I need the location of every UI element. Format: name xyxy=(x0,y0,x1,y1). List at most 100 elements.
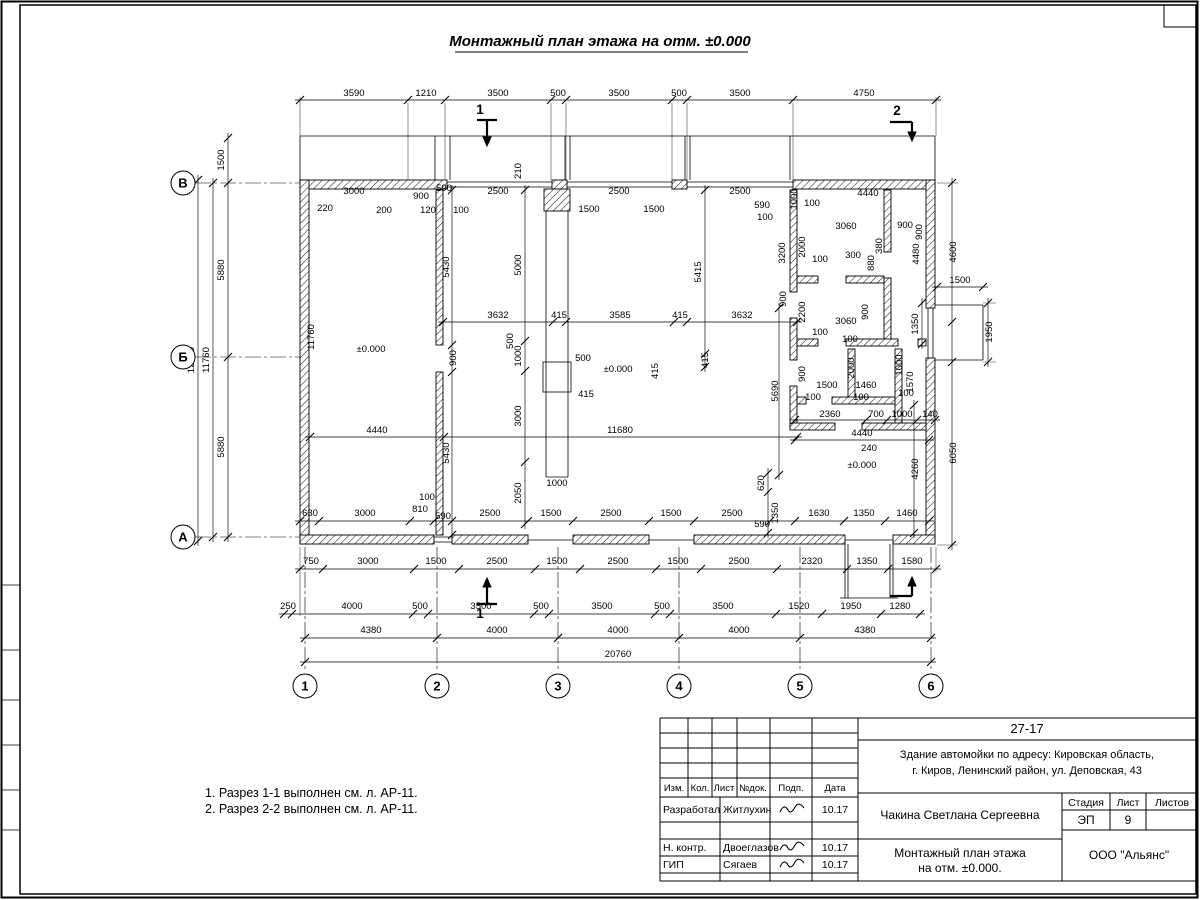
dim-label: 900 xyxy=(860,304,871,320)
dim-label: 2200 xyxy=(797,301,808,322)
dim-label: 900 xyxy=(914,224,925,240)
dim-label: 1000 xyxy=(789,188,800,209)
dim-label: 415 xyxy=(672,310,688,321)
dim-label: 620 xyxy=(756,475,767,491)
dim-label: 5430 xyxy=(441,442,452,463)
dim-label: 100 xyxy=(853,392,869,403)
staff-name-2: Двоеглазов xyxy=(723,842,779,854)
axis-label: 1 xyxy=(301,679,308,694)
dim-label: 3632 xyxy=(487,310,508,321)
thin-construction-lines xyxy=(299,135,984,599)
dim-label: 1000 xyxy=(513,345,524,366)
dim-label: 3000 xyxy=(343,186,364,197)
signatures xyxy=(779,803,805,868)
staff-date-2: 10.17 xyxy=(822,842,848,854)
axis-bubble xyxy=(545,673,571,699)
page-title: Монтажный план этажа на отм. ±0.000 xyxy=(449,33,751,50)
dim-label: ±0.000 xyxy=(357,344,386,355)
dim-label: 1350 xyxy=(770,502,781,523)
staff-date-1: 10.17 xyxy=(822,804,848,816)
dim-label: 3500 xyxy=(712,601,733,612)
dim-label: 415 xyxy=(551,310,567,321)
dim-label: 3060 xyxy=(835,316,856,327)
dim-label: 5000 xyxy=(513,254,524,275)
axis-bubble xyxy=(787,673,813,699)
dim-label: 900 xyxy=(413,191,429,202)
dim-label: 3632 xyxy=(731,310,752,321)
staff-name-1: Житлухин xyxy=(723,804,772,816)
chief-name: Чакина Светлана Сергеевна xyxy=(880,808,1039,822)
dim-label: 220 xyxy=(317,203,333,214)
dim-label: 900 xyxy=(448,350,459,366)
stage-value: ЭП xyxy=(1077,813,1094,827)
section-1-top-arrow xyxy=(482,136,492,148)
dim-label: 1460 xyxy=(855,380,876,391)
dim-label: 630 xyxy=(302,508,318,519)
dim-label: 4480 xyxy=(911,243,922,264)
dim-label: 3000 xyxy=(357,556,378,567)
dim-label: 2500 xyxy=(607,556,628,567)
dim-label: 900 xyxy=(778,291,789,307)
right-porch xyxy=(935,304,984,361)
dim-label: 3500 xyxy=(487,88,508,99)
dim-label: 1500 xyxy=(216,149,227,170)
dim-label: 750 xyxy=(303,556,319,567)
axis-bubble xyxy=(170,344,196,370)
dim-label: ±0.000 xyxy=(604,364,633,375)
col-kol: Кол. xyxy=(691,783,710,794)
section-number: 1 xyxy=(476,606,484,621)
dim-label: 100 xyxy=(842,334,858,345)
col-podp: Подп. xyxy=(778,783,803,794)
section-2-top-arrow xyxy=(907,131,917,143)
dim-label: 1350 xyxy=(853,508,874,519)
dim-label: 3500 xyxy=(608,88,629,99)
dim-label: 3500 xyxy=(591,601,612,612)
dim-label: 4000 xyxy=(341,601,362,612)
section-2-bottom-arrow xyxy=(907,575,917,587)
dim-label: 700 xyxy=(868,409,884,420)
dim-label: 2050 xyxy=(513,482,524,503)
dim-label: 4440 xyxy=(366,425,387,436)
bottom-vestibule xyxy=(840,544,898,599)
dim-label: 415 xyxy=(578,389,594,400)
dim-label: 2000 xyxy=(797,236,808,257)
dim-label: 300 xyxy=(845,250,861,261)
dim-label: 210 xyxy=(513,163,524,179)
axis-label: Б xyxy=(178,350,187,365)
dim-label: 11760 xyxy=(201,347,212,373)
dim-label: 2500 xyxy=(728,556,749,567)
dim-label: 1500 xyxy=(546,556,567,567)
section-1-top-flag xyxy=(477,118,497,138)
dim-label: 2500 xyxy=(487,186,508,197)
dim-label: 590 xyxy=(435,511,451,522)
dim-label: 100 xyxy=(419,492,435,503)
corner-box xyxy=(1163,4,1197,28)
service-pit xyxy=(545,211,569,478)
project-line-1: Здание автомойки по адресу: Кировская об… xyxy=(900,749,1154,761)
dim-label: 5880 xyxy=(216,436,227,457)
dim-label: 415 xyxy=(700,352,711,368)
dim-label: 2500 xyxy=(486,556,507,567)
drawing-title-2: на отм. ±0.000. xyxy=(918,861,1001,875)
axis-label: В xyxy=(178,176,187,191)
staff-date-3: 10.17 xyxy=(822,859,848,871)
section-2-top-flag xyxy=(890,120,914,133)
axis-bubble xyxy=(170,524,196,550)
dim-label: 810 xyxy=(412,504,428,515)
equipment-base xyxy=(542,361,572,393)
dim-label: 140 xyxy=(922,409,938,420)
dim-label: 2360 xyxy=(819,409,840,420)
dim-label: 3200 xyxy=(777,242,788,263)
dim-label: 2000 xyxy=(846,357,857,378)
dim-label: 500 xyxy=(550,88,566,99)
dim-label: 5690 xyxy=(770,380,781,401)
note-1: 1. Разрез 1-1 выполнен см. л. АР-11. xyxy=(205,786,418,800)
col-izm: Изм. xyxy=(664,783,684,794)
drawing-title-1: Монтажный план этажа xyxy=(894,846,1026,860)
dim-label: 2500 xyxy=(479,508,500,519)
dim-label: ±0.000 xyxy=(848,460,877,471)
dim-label: 100 xyxy=(757,212,773,223)
section-2-bottom-flag xyxy=(890,585,914,598)
